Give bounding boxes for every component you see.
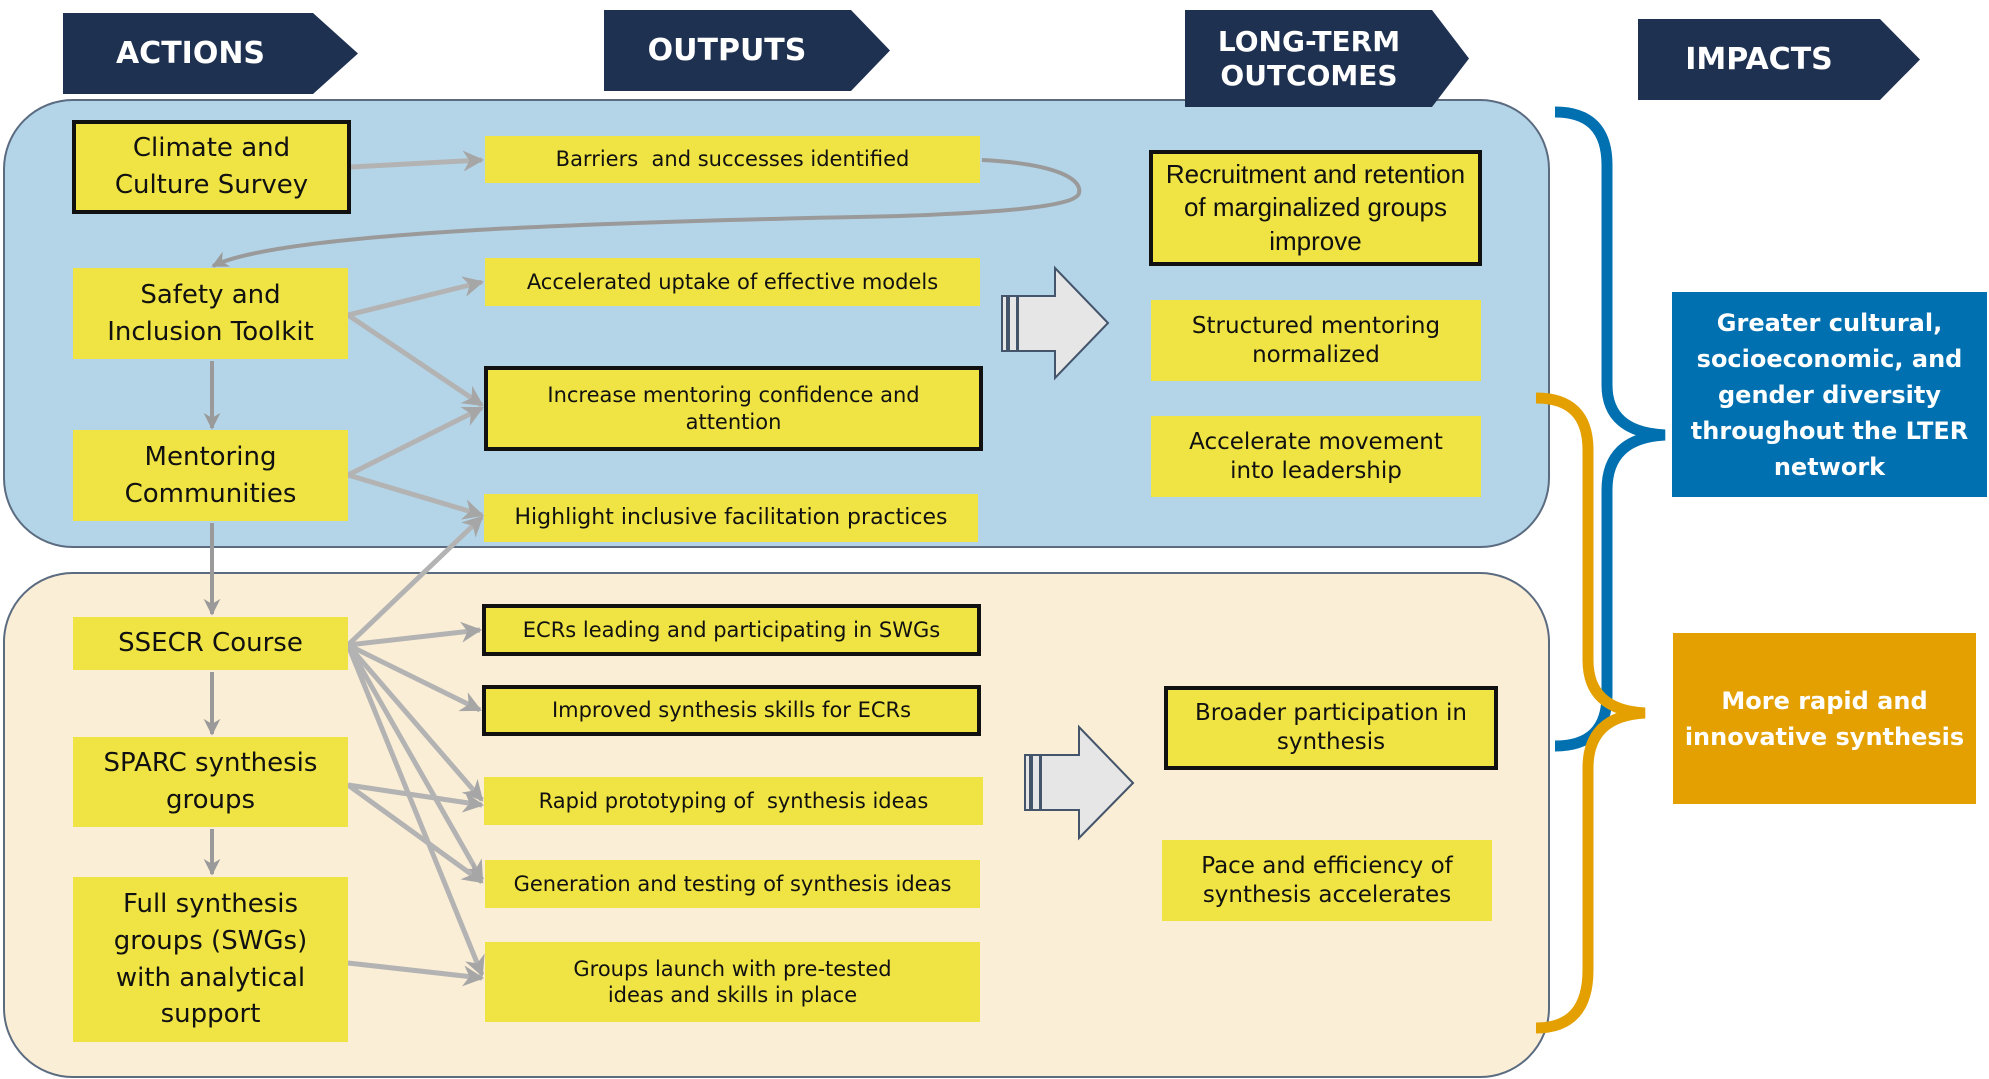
output-groups-launch-label: Groups launch with pre-tested ideas and … <box>573 956 892 1007</box>
output-generation-testing-label: Generation and testing of synthesis idea… <box>513 871 952 896</box>
action-climate-survey: Climate and Culture Survey <box>72 120 351 214</box>
outcome-leadership: Accelerate movement into leadership <box>1151 416 1481 497</box>
impact-synthesis-label: More rapid and innovative synthesis <box>1684 686 1965 751</box>
outcome-structured-mentoring-label: Structured mentoring normalized <box>1191 312 1441 368</box>
action-climate-survey-label: Climate and Culture Survey <box>114 133 309 200</box>
action-full-synthesis-groups-label: Full synthesis groups (SWGs) with analyt… <box>113 888 308 1030</box>
output-generation-testing: Generation and testing of synthesis idea… <box>485 860 980 908</box>
outcome-leadership-label: Accelerate movement into leadership <box>1189 428 1443 484</box>
output-accelerated-uptake-label: Accelerated uptake of effective models <box>526 269 939 294</box>
output-improved-skills: Improved synthesis skills for ECRs <box>482 685 981 736</box>
impact-diversity: Greater cultural, socioeconomic, and gen… <box>1672 292 1987 497</box>
output-improved-skills-label: Improved synthesis skills for ECRs <box>551 698 912 723</box>
header-actions: ACTIONS <box>63 13 358 94</box>
action-safety-toolkit-label: Safety and Inclusion Toolkit <box>107 279 314 347</box>
action-full-synthesis-groups: Full synthesis groups (SWGs) with analyt… <box>73 877 348 1042</box>
impact-diversity-label: Greater cultural, socioeconomic, and gen… <box>1690 308 1969 481</box>
output-barriers: Barriers and successes identified <box>485 136 980 183</box>
header-long-term-outcomes: LONG-TERM OUTCOMES <box>1185 10 1469 107</box>
outcome-broader-participation: Broader participation in synthesis <box>1164 686 1498 770</box>
output-mentoring-confidence-label: Increase mentoring confidence and attent… <box>547 383 920 434</box>
outcome-recruitment-retention-label: Recruitment and retention of marginalize… <box>1165 159 1466 256</box>
output-rapid-prototyping: Rapid prototyping of synthesis ideas <box>484 777 983 825</box>
outcome-structured-mentoring: Structured mentoring normalized <box>1151 300 1481 381</box>
output-groups-launch: Groups launch with pre-tested ideas and … <box>485 942 980 1022</box>
output-ecrs-leading: ECRs leading and participating in SWGs <box>482 604 981 656</box>
output-inclusive-facilitation: Highlight inclusive facilitation practic… <box>484 494 978 542</box>
header-outputs-label: OUTPUTS <box>647 32 807 68</box>
output-mentoring-confidence: Increase mentoring confidence and attent… <box>484 366 983 451</box>
action-ssecr-course-label: SSECR Course <box>118 628 303 659</box>
outcome-pace-efficiency: Pace and efficiency of synthesis acceler… <box>1162 840 1492 921</box>
outcome-recruitment-retention: Recruitment and retention of marginalize… <box>1149 150 1482 266</box>
output-rapid-prototyping-label: Rapid prototyping of synthesis ideas <box>538 788 929 813</box>
curly-brace-icon <box>1554 106 1666 752</box>
output-accelerated-uptake: Accelerated uptake of effective models <box>485 258 980 306</box>
impact-synthesis: More rapid and innovative synthesis <box>1673 633 1976 804</box>
curly-brace-icon <box>1535 392 1646 1034</box>
header-impacts-label: IMPACTS <box>1685 41 1833 77</box>
outcome-pace-efficiency-label: Pace and efficiency of synthesis acceler… <box>1201 852 1453 908</box>
header-impacts: IMPACTS <box>1638 19 1920 100</box>
action-safety-toolkit: Safety and Inclusion Toolkit <box>73 268 348 359</box>
action-mentoring-communities: Mentoring Communities <box>73 430 348 521</box>
output-ecrs-leading-label: ECRs leading and participating in SWGs <box>522 617 941 642</box>
header-actions-label: ACTIONS <box>115 35 266 71</box>
header-long-term-outcomes-label: LONG-TERM OUTCOMES <box>1217 25 1401 92</box>
outcome-broader-participation-label: Broader participation in synthesis <box>1194 700 1468 755</box>
action-ssecr-course: SSECR Course <box>73 617 348 670</box>
action-mentoring-communities-label: Mentoring Communities <box>124 441 297 509</box>
action-sparc-groups: SPARC synthesis groups <box>73 737 348 827</box>
output-barriers-label: Barriers and successes identified <box>555 147 910 172</box>
action-sparc-groups-label: SPARC synthesis groups <box>103 748 318 815</box>
output-inclusive-facilitation-label: Highlight inclusive facilitation practic… <box>514 505 948 531</box>
header-outputs: OUTPUTS <box>604 10 890 91</box>
